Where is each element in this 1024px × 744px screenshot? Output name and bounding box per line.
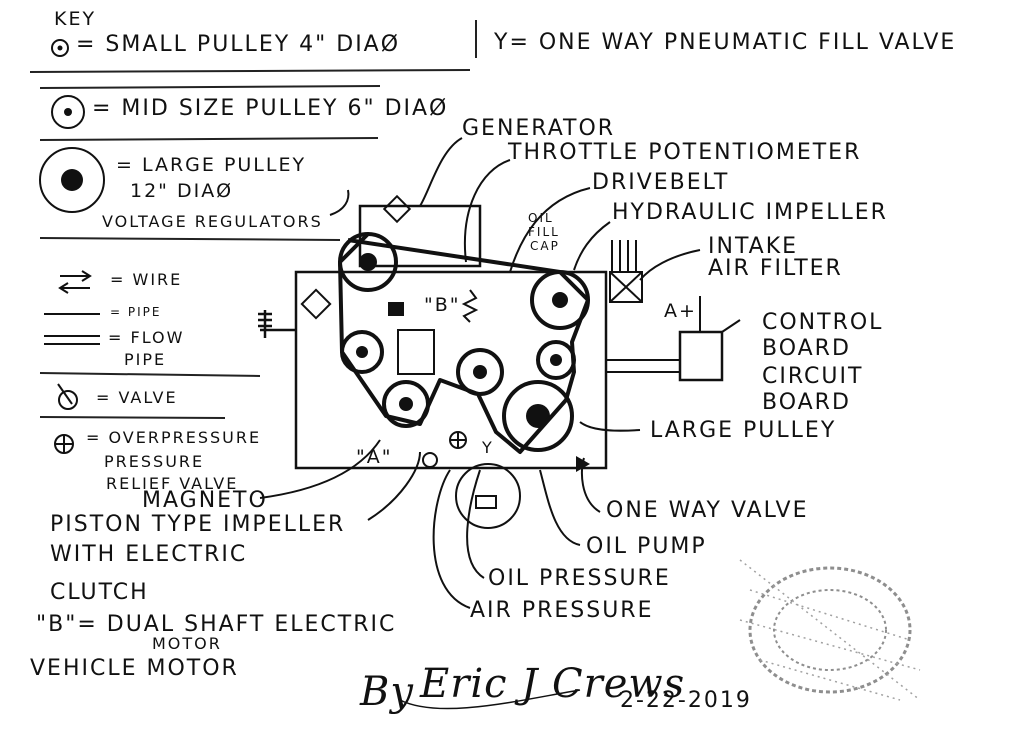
throttle-potentiometer [461, 289, 479, 323]
signature-date: 2-22-2019 [620, 688, 752, 713]
label-oil-pump: OIL PUMP [586, 534, 707, 559]
key-mid-pulley: = MID SIZE PULLEY 6" DIAØ [92, 96, 449, 121]
label-hydraulic-impeller: HYDRAULIC IMPELLER [612, 200, 888, 225]
mark-a: "A" [356, 446, 393, 468]
overpressure-valve-symbol [54, 434, 74, 454]
left-small-pulley [340, 330, 384, 374]
drivebelt-leader [509, 187, 591, 273]
mark-b: "B" [424, 294, 461, 316]
label-piston-impeller: PISTON TYPE IMPELLER [50, 512, 346, 537]
valve [422, 452, 438, 468]
label-oil-fill-2: FILL [528, 225, 560, 239]
key-heading: KEY [54, 8, 97, 30]
key-overpressure: = OVERPRESSURE [86, 428, 262, 447]
key-valve: = VALVE [96, 388, 178, 407]
label-with-electric: WITH ELECTRIC [50, 542, 248, 567]
mark-y: Y [482, 438, 494, 457]
oil-pump-leader [539, 469, 581, 546]
key-pipe: = PIPE [110, 305, 162, 319]
valve-symbol [57, 383, 78, 410]
label-air-filter: AIR FILTER [708, 256, 843, 281]
label-clutch: CLUTCH [50, 580, 149, 605]
label-throttle-potentiometer: THROTTLE POTENTIOMETER [508, 140, 862, 165]
notary-stamp [739, 559, 921, 701]
label-b-definition: "B"= DUAL SHAFT ELECTRIC [36, 612, 397, 637]
drivebelt [338, 232, 590, 454]
key-voltage-regulators: VOLTAGE REGULATORS [102, 212, 323, 231]
key-overpressure-2: PRESSURE [104, 452, 205, 471]
label-air-pressure: AIR PRESSURE [470, 598, 654, 623]
key-large-pulley: = LARGE PULLEY [116, 154, 307, 176]
right-small-pulley [536, 340, 576, 380]
label-b-motor: MOTOR [152, 634, 222, 653]
oil-pump [455, 463, 521, 529]
label-large-pulley: LARGE PULLEY [650, 418, 837, 443]
one-way-valve [576, 456, 590, 472]
key-flow-pipe: = FLOW [108, 328, 185, 347]
key-large-pulley-dia: 12" DIAØ [130, 180, 234, 202]
hydraulic-leader [573, 221, 611, 271]
key-one-way-valve: Y= ONE WAY PNEUMATIC FILL VALVE [494, 30, 957, 55]
label-control: CONTROL [762, 310, 884, 335]
air-filter [609, 271, 643, 303]
large-pulley-leader [579, 421, 641, 432]
key-small-pulley: = SMALL PULLEY 4" DIAØ [76, 32, 401, 57]
magneto-leader [259, 439, 381, 499]
piston-impeller [397, 329, 435, 375]
flow-pipe-symbol [44, 335, 100, 345]
label-board-2: BOARD [762, 390, 851, 415]
air-pressure-gauge [475, 495, 497, 509]
throttle-leader [464, 159, 511, 263]
label-circuit: CIRCUIT [762, 364, 864, 389]
control-board [678, 330, 724, 382]
voltage-regulator-2 [300, 288, 332, 320]
piston-leader [367, 451, 421, 521]
mark-a-plus: A+ [664, 300, 697, 322]
label-board: BOARD [762, 336, 851, 361]
engine-housing [294, 270, 608, 470]
mid-pulley-symbol [51, 95, 85, 129]
label-oil-pressure: OIL PRESSURE [488, 566, 671, 591]
generator-leader [419, 137, 463, 207]
label-magneto: MAGNETO [142, 488, 268, 513]
voltage-regulator-1 [382, 194, 412, 224]
signature-name: Eric J Crews [420, 661, 686, 707]
key-wire: = WIRE [110, 270, 183, 289]
label-intake: INTAKE [708, 234, 799, 259]
key-flow-pipe-2: PIPE [124, 350, 167, 369]
label-oil-fill-1: OIL [528, 211, 554, 225]
oil-pressure-leader [466, 469, 485, 579]
label-vehicle-motor: VEHICLE MOTOR [30, 656, 239, 681]
voltage-regulator-leader [329, 189, 350, 216]
signature-by: By [360, 669, 414, 715]
key-overpressure-3: RELIEF VALVE [106, 474, 239, 493]
small-pulley-symbol [51, 39, 69, 57]
label-drivebelt: DRIVEBELT [592, 170, 730, 195]
large-pulley-symbol [39, 147, 105, 213]
air-pressure-leader [432, 469, 471, 609]
label-one-way-valve: ONE WAY VALVE [606, 498, 809, 523]
label-oil-fill-3: CAP [530, 239, 560, 253]
wire-symbol [58, 270, 92, 294]
intake-leader [639, 249, 701, 281]
large-pulley [502, 380, 574, 452]
motor-b-block [388, 302, 404, 316]
label-generator: GENERATOR [462, 116, 616, 141]
